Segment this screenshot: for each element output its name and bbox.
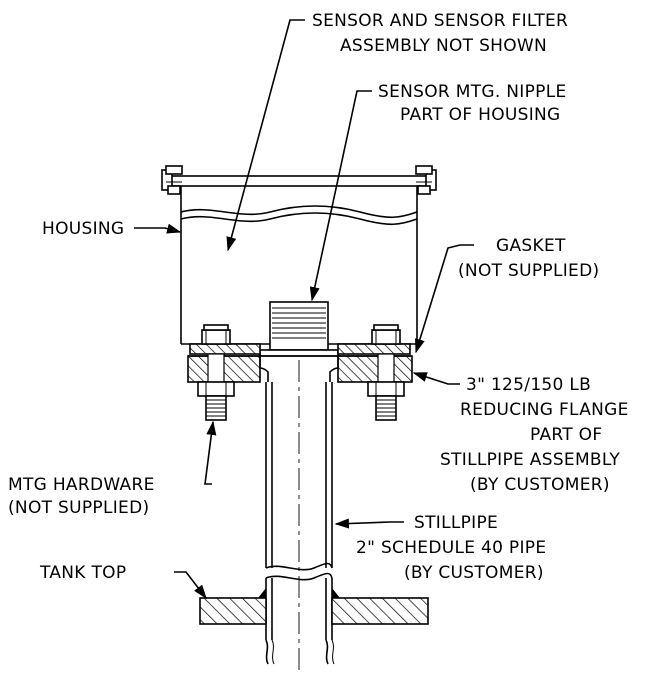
nipple-label-line2: PART OF HOUSING xyxy=(400,105,561,125)
sensor-assembly-label-line1: SENSOR AND SENSOR FILTER xyxy=(312,11,568,31)
flange-label-line2: REDUCING FLANGE xyxy=(460,400,629,420)
nipple-label-line1: SENSOR MTG. NIPPLE xyxy=(378,82,567,102)
stillpipe-label-line2: 2" SCHEDULE 40 PIPE xyxy=(356,538,546,558)
mounting-bolt-left xyxy=(197,324,235,421)
cover-bolt-left xyxy=(161,165,183,195)
leader-lines xyxy=(134,19,474,600)
sensor-mounting-nipple xyxy=(259,301,339,357)
stillpipe-label-line1: STILLPIPE xyxy=(414,513,498,533)
cover-bolt-right xyxy=(415,165,437,195)
stillpipe-label-line3: (BY CUSTOMER) xyxy=(404,563,544,583)
flange-label-line1: 3" 125/150 LB xyxy=(466,375,591,395)
callout-labels: SENSOR AND SENSOR FILTER ASSEMBLY NOT SH… xyxy=(8,11,629,583)
gasket-label-line1: GASKET xyxy=(496,236,566,256)
hardware-label-line1: MTG HARDWARE xyxy=(8,475,155,495)
hardware-label-line2: (NOT SUPPLIED) xyxy=(8,498,149,518)
stillpipe xyxy=(265,360,335,672)
sensor-assembly-label-line2: ASSEMBLY NOT SHOWN xyxy=(340,36,547,56)
tank-top-label: TANK TOP xyxy=(39,563,126,583)
flange-label-line3: PART OF xyxy=(530,425,602,445)
gasket-label-line2: (NOT SUPPLIED) xyxy=(458,261,599,281)
flange-label-line4: STILLPIPE ASSEMBLY xyxy=(440,450,620,470)
tank-top xyxy=(199,588,429,625)
housing-label: HOUSING xyxy=(42,219,124,239)
mounting-bolt-right xyxy=(367,324,405,421)
flange-label-line5: (BY CUSTOMER) xyxy=(470,475,610,495)
